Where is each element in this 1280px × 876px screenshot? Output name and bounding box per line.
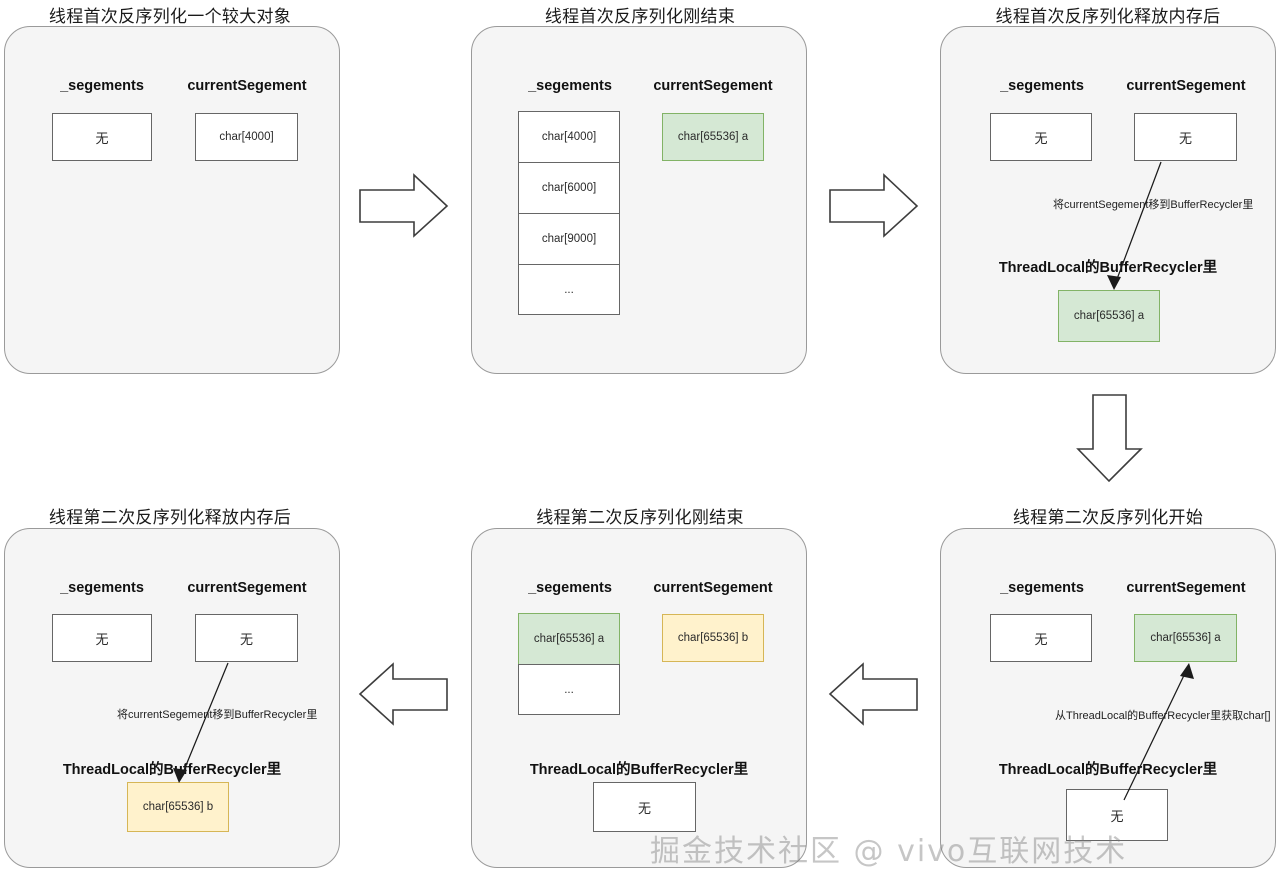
threadlocal-heading-p6: ThreadLocal的BufferRecycler里	[62, 762, 282, 778]
flow-arrow-p2-to-p3	[829, 173, 919, 238]
cell-current-p5-0: char[65536] b	[662, 614, 764, 662]
cell-threadlocal-p6-0: char[65536] b	[127, 782, 229, 832]
cell-current-p6-0: 无	[195, 614, 298, 662]
cell-threadlocal-p5-0: 无	[593, 782, 696, 832]
panel-title-p3: 线程首次反序列化释放内存后	[995, 7, 1221, 26]
col-label-segements-p6: _segements	[60, 580, 144, 596]
flow-arrow-p4-to-p5	[828, 662, 918, 726]
cell-current-p4-0: char[65536] a	[1134, 614, 1237, 662]
annotation-p4: 从ThreadLocal的BufferRecycler里获取char[]	[1055, 710, 1271, 722]
col-label-segements-p5: _segements	[528, 580, 612, 596]
threadlocal-heading-p4: ThreadLocal的BufferRecycler里	[998, 762, 1218, 778]
cell-segements-p6-0: 无	[52, 614, 152, 662]
cell-segements-p2-3: ...	[518, 264, 620, 315]
panel-title-p1: 线程首次反序列化一个较大对象	[48, 7, 292, 26]
cell-segements-p5-0: char[65536] a	[518, 613, 620, 664]
col-label-segements-p4: _segements	[1000, 580, 1084, 596]
cell-segements-p1-0: 无	[52, 113, 152, 161]
cell-current-p2-0: char[65536] a	[662, 113, 764, 161]
annotation-p6: 将currentSegement移到BufferRecycler里	[117, 709, 318, 721]
cell-threadlocal-p3-0: char[65536] a	[1058, 290, 1160, 342]
cell-segements-p5-1: ...	[518, 664, 620, 715]
flow-arrow-p3-to-p4	[1076, 394, 1143, 483]
cell-segements-p4-0: 无	[990, 614, 1092, 662]
panel-title-p2: 线程首次反序列化刚结束	[544, 7, 736, 26]
panel-p3	[940, 26, 1276, 374]
cell-segements-p2-2: char[9000]	[518, 213, 620, 264]
panel-title-p4: 线程第二次反序列化开始	[1012, 508, 1204, 527]
col-label-segements-p2: _segements	[528, 78, 612, 94]
panel-p1	[4, 26, 340, 374]
cell-segements-p3-0: 无	[990, 113, 1092, 161]
threadlocal-heading-p5: ThreadLocal的BufferRecycler里	[529, 762, 749, 778]
cell-segements-p2-0: char[4000]	[518, 111, 620, 162]
col-label-segements-p1: _segements	[60, 78, 144, 94]
col-label-current-p3: currentSegement	[1126, 78, 1246, 94]
flow-arrow-p5-to-p6	[358, 662, 448, 726]
col-label-segements-p3: _segements	[1000, 78, 1084, 94]
col-label-current-p1: currentSegement	[187, 78, 307, 94]
panel-title-p5: 线程第二次反序列化刚结束	[536, 508, 744, 527]
col-label-current-p2: currentSegement	[653, 78, 773, 94]
cell-segements-p2-1: char[6000]	[518, 162, 620, 213]
panel-title-p6: 线程第二次反序列化释放内存后	[48, 508, 292, 527]
col-label-current-p6: currentSegement	[187, 580, 307, 596]
cell-current-p3-0: 无	[1134, 113, 1237, 161]
threadlocal-heading-p3: ThreadLocal的BufferRecycler里	[998, 260, 1218, 276]
col-label-current-p5: currentSegement	[653, 580, 773, 596]
annotation-p3: 将currentSegement移到BufferRecycler里	[1053, 199, 1254, 211]
col-label-current-p4: currentSegement	[1126, 580, 1246, 596]
cell-current-p1-0: char[4000]	[195, 113, 298, 161]
flow-arrow-p1-to-p2	[359, 173, 449, 238]
watermark: 掘金技术社区 @ vivo互联网技术	[650, 834, 1128, 869]
